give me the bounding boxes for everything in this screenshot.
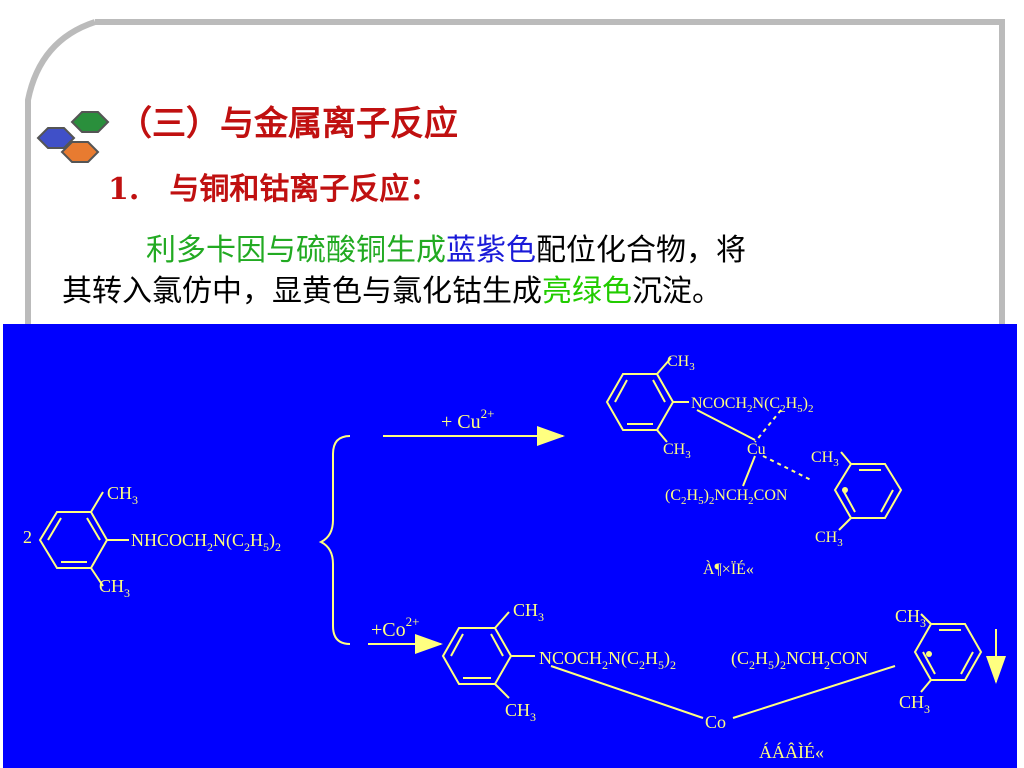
co-ligand-left-label: NCOCH2N(C2H5)2 — [539, 648, 676, 672]
benzene-ring-cu-right — [833, 451, 903, 531]
paragraph-line-1: 利多卡因与硫酸铜生成蓝紫色配位化合物，将 — [146, 225, 746, 269]
co-center-label: Co — [705, 712, 726, 732]
reaction-diagram: 2 CH3 NHCOCH2N(C2H5)2 CH3 + Cu2+ +Co2+ C… — [3, 324, 1017, 768]
ch3-label: CH3 — [99, 576, 130, 600]
paragraph-line-2: 其转入氯仿中，显黄色与氯化钴生成亮绿色沉淀。 — [62, 266, 722, 310]
page-title: （三）与金属离子反应 — [118, 104, 458, 144]
ch3-label: CH3 — [815, 529, 843, 549]
amide-chain-label: NHCOCH2N(C2H5)2 — [131, 530, 281, 554]
cu-ligand-bottom-label: (C2H5)2NCH2CON — [665, 487, 788, 507]
blue-violet-term: 蓝紫色 — [446, 233, 536, 268]
ch3-label: CH3 — [107, 483, 138, 507]
cu-center-label: Cu — [747, 441, 766, 458]
benzene-ring-left — [38, 491, 129, 587]
drug-name-term: 利多卡因与硫酸铜生成 — [146, 233, 446, 268]
bond-dots — [842, 487, 932, 657]
bright-green-term: 亮绿色 — [542, 274, 632, 309]
ch3-label: CH3 — [663, 441, 691, 461]
ch3-label: CH3 — [513, 600, 544, 624]
coefficient: 2 — [23, 527, 32, 547]
paragraph-text: 沉淀。 — [632, 274, 722, 309]
cu-reagent-label: + Cu2+ — [441, 406, 494, 433]
reactant-labels: 2 CH3 NHCOCH2N(C2H5)2 CH3 — [23, 483, 281, 600]
benzene-ring-cu-top — [605, 357, 689, 443]
paragraph-text: 其转入氯仿中，显黄色与氯化钴生成 — [62, 274, 542, 309]
co-product-caption: ÁÁÂÌÉ« — [759, 741, 824, 762]
benzene-ring-co-right — [913, 613, 983, 693]
ch3-label: CH3 — [667, 353, 695, 373]
paragraph-text: 配位化合物，将 — [536, 233, 746, 268]
ch3-label: CH3 — [899, 692, 930, 716]
co-ligand-right-label: (C2H5)2NCH2CON — [731, 648, 868, 672]
co-reagent-label: +Co2+ — [371, 614, 419, 641]
ch3-label: CH3 — [811, 449, 839, 469]
ch3-label: CH3 — [505, 700, 536, 724]
reaction-scheme: 2 CH3 NHCOCH2N(C2H5)2 CH3 + Cu2+ +Co2+ C… — [23, 353, 1006, 762]
hexagon-cluster-icon — [36, 111, 110, 163]
cu-complex-labels: CH3 NCOCH2N(C2H5)2 CH3 Cu CH3 (C2H5)2NCH… — [663, 353, 843, 578]
cu-product-caption: À¶×ÏÉ« — [703, 559, 754, 578]
branch-brace — [318, 435, 351, 645]
co-complex-labels: CH3 NCOCH2N(C2H5)2 (C2H5)2NCH2CON CH3 CH… — [505, 600, 930, 762]
ch3-label: CH3 — [895, 606, 926, 630]
benzene-ring-co-left — [441, 611, 535, 699]
reagent-labels: + Cu2+ +Co2+ — [371, 406, 494, 641]
cu-ligand-top-label: NCOCH2N(C2H5)2 — [691, 395, 813, 415]
section-subtitle: 1. 与铜和钴离子反应： — [108, 172, 440, 207]
